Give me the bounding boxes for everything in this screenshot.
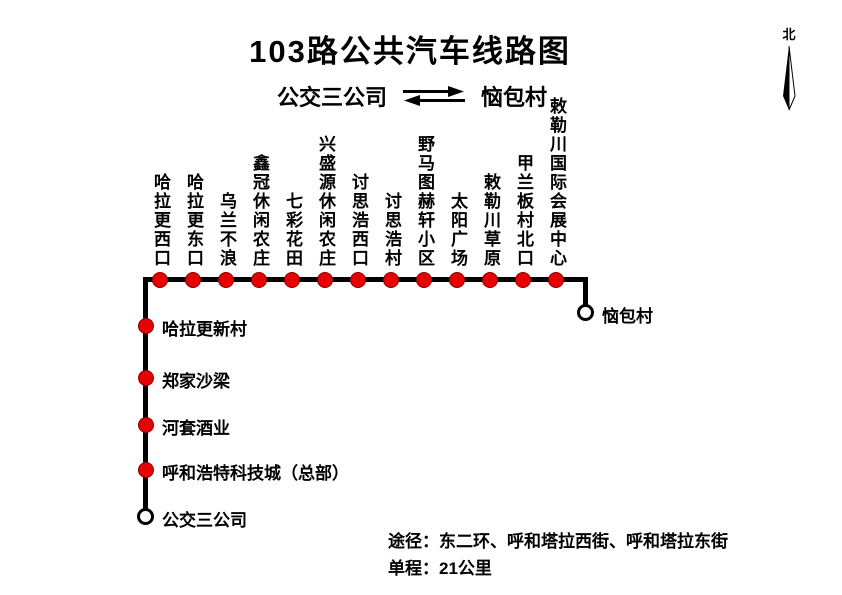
stop-label: 哈拉更西口 bbox=[151, 173, 170, 268]
stop-dot bbox=[350, 272, 366, 288]
stop-dot bbox=[482, 272, 498, 288]
stop-dot bbox=[137, 318, 154, 334]
stop-dot bbox=[152, 272, 168, 288]
map-title: 103路公共汽车线路图 bbox=[249, 34, 571, 69]
stop-label: 哈拉更新村 bbox=[162, 320, 247, 339]
stop-label: 甲兰板村北口 bbox=[514, 154, 533, 268]
stop-label: 哈拉更东口 bbox=[184, 173, 203, 268]
route-via-note: 途径：东二环、呼和塔拉西街、呼和塔拉东街 bbox=[388, 532, 728, 551]
stop-label: 呼和浩特科技城（总部） bbox=[162, 464, 349, 483]
stop-label: 郑家沙梁 bbox=[162, 372, 230, 391]
compass: 北 bbox=[770, 24, 808, 119]
stop-label: 讨思浩西口 bbox=[349, 173, 368, 268]
stop-label: 讨思浩村 bbox=[382, 192, 401, 268]
stop-dot bbox=[416, 272, 432, 288]
endpoint-end-label: 恼包村 bbox=[481, 85, 548, 110]
stop-label: 太阳广场 bbox=[448, 192, 467, 268]
stop-label: 七彩花田 bbox=[283, 192, 302, 268]
stop-label: 兴盛源休闲农庄 bbox=[316, 135, 335, 268]
terminal-circle-naobaocun bbox=[577, 304, 594, 321]
stop-label: 乌兰不浪 bbox=[217, 192, 236, 268]
terminal-label-bus-company: 公交三公司 bbox=[162, 511, 247, 530]
stop-dot bbox=[185, 272, 201, 288]
stop-label: 敕勒川国际会展中心 bbox=[547, 97, 566, 268]
route-notes: 途径：东二环、呼和塔拉西街、呼和塔拉东街 单程：21公里 bbox=[388, 528, 728, 582]
stop-dot bbox=[218, 272, 234, 288]
terminal-circle-bus-company bbox=[137, 508, 154, 525]
stop-dot bbox=[449, 272, 465, 288]
stop-dot bbox=[548, 272, 564, 288]
stop-label: 野马图赫轩小区 bbox=[415, 135, 434, 268]
north-label: 北 bbox=[782, 27, 796, 42]
stop-dot bbox=[137, 370, 154, 386]
stop-label: 鑫冠休闲农庄 bbox=[250, 154, 269, 268]
stop-dot bbox=[284, 272, 300, 288]
two-way-arrow-icon bbox=[403, 86, 465, 106]
stop-dot bbox=[137, 417, 154, 433]
stop-dot bbox=[383, 272, 399, 288]
stop-dot bbox=[137, 462, 154, 478]
stop-label: 河套酒业 bbox=[162, 419, 230, 438]
endpoints-row: 公交三公司 恼包村 bbox=[0, 80, 824, 112]
stop-dot bbox=[317, 272, 333, 288]
stop-dot bbox=[515, 272, 531, 288]
route-line-main bbox=[145, 277, 588, 282]
route-line-branch-right bbox=[583, 277, 588, 313]
terminal-label-naobaocun: 恼包村 bbox=[602, 307, 653, 326]
compass-needle-icon bbox=[783, 45, 796, 111]
route-distance-note: 单程：21公里 bbox=[388, 559, 492, 578]
stop-dot bbox=[251, 272, 267, 288]
route-line-branch-left bbox=[143, 277, 148, 517]
stop-label: 敕勒川草原 bbox=[481, 173, 500, 268]
endpoint-start-label: 公交三公司 bbox=[276, 85, 387, 110]
